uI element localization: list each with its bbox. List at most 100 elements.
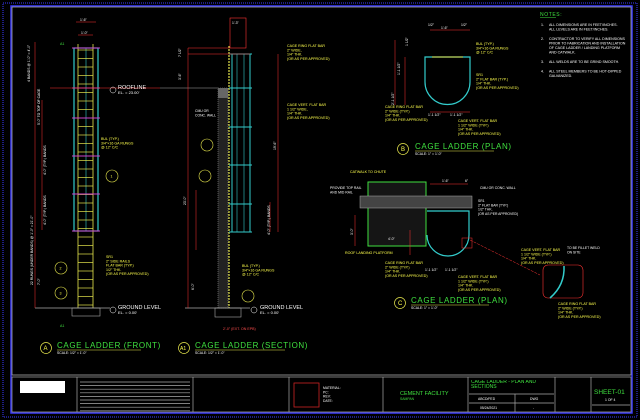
note-line: (OR AS PER APPROVED)	[458, 288, 501, 292]
section-mark-top: A1	[60, 42, 64, 46]
drawn-by: ABCD/FED	[478, 397, 496, 401]
note-line: 1/4" THK.	[558, 311, 573, 315]
plan-b-dim: 1'-6"	[441, 26, 449, 30]
note-line: REV:	[323, 395, 331, 399]
note-line: PROVIDE TOP RAIL	[330, 186, 362, 190]
note-line: @ 12" C/C	[242, 273, 260, 277]
notes-title: NOTES:	[540, 12, 562, 18]
note-line: (OR AS PER APPROVED)	[287, 116, 330, 120]
sec-note3-note: BUL (TYP.)3/4"×16 GA RUNGS@ 12" C/C	[242, 264, 275, 277]
plan-c-cage-outline	[426, 210, 470, 257]
note-line: 2" WIDE (TYP.)	[385, 109, 410, 113]
bubble-number: 2	[60, 267, 62, 271]
front-dim-side: 22 RUNGS (UNDER BANDS) @ 1'-0" = 21'-0"	[30, 215, 34, 285]
note-line: 3/4"×16 GA RUNGS	[476, 46, 509, 50]
note-line: CAGE RING FLAT BAR	[385, 105, 423, 109]
roofline-elevation: EL. = 23.00'	[118, 90, 140, 95]
section-cage	[231, 53, 251, 233]
section-dim-band: 4'-0" (TYP.) BANDS	[267, 205, 271, 235]
project-subtitle: SAMPAN	[400, 397, 415, 401]
section-ground-label: GROUND LEVEL	[260, 305, 303, 311]
view-title-text: CAGE LADDER (FRONT)	[57, 341, 161, 350]
section-base-note: 2'-0" (EXT. ON EPB)	[223, 327, 256, 331]
note-line: 2" WIDE,	[287, 48, 302, 52]
section-dim-low: 6'-0"	[191, 282, 195, 290]
stamp-box	[293, 382, 320, 408]
view-letter: B	[401, 147, 405, 153]
note-line: 2" FLAT BAR (TYP.)	[476, 77, 508, 81]
note-text: AND CATWALK.	[549, 51, 576, 55]
note-line: DATE:	[323, 399, 333, 403]
view-scale: SCALE: 1/2" = 1'-0"	[195, 351, 225, 355]
revision: -	[533, 406, 534, 410]
plan-b-dim: 1 1/2"	[405, 36, 409, 46]
note-line: CAGE VERT. FLAT BAR	[521, 248, 561, 252]
plan-c-platform-note: ROOF LANDING PLATFORM	[345, 251, 393, 255]
view-scale: SCALE: 1" = 1'-0"	[411, 306, 439, 310]
front-dim-top: 4 BANDS @ 1'-0" = 4'-0"	[27, 44, 31, 82]
note-line: (OR AS PER APPROVED)	[106, 272, 149, 276]
note-line: (OR AS PER APPROVED)	[385, 274, 428, 278]
section-dim-overall: 23'-0"	[183, 196, 187, 205]
note-line: SR1	[478, 199, 485, 203]
note-line: SR1	[476, 73, 483, 77]
plan-c-dim: 1'-6"	[442, 179, 450, 183]
sheet-frame	[10, 5, 633, 414]
note-line: 2" FLAT BAR (TYP.)	[478, 203, 508, 207]
note-line: 1/2" THK.	[478, 208, 493, 212]
ground-level-elevation: EL. = 0.00'	[118, 310, 137, 315]
view-title-text: CAGE LADDER (PLAN)	[415, 142, 512, 151]
note-line: 2" SIDE RAILS	[106, 259, 131, 263]
note-line: CAGE RING FLAT BAR	[287, 44, 325, 48]
note-line: 1/4" THK.	[385, 270, 400, 274]
note-line: 1/4" THK.	[476, 82, 491, 86]
company-logo	[20, 381, 65, 393]
section-dim-top: 3'-6"	[178, 72, 182, 80]
plan-b-cage-outline	[424, 56, 471, 106]
note-line: BUL (TYP.)	[242, 264, 260, 268]
note-line: @ 12" C/C	[101, 146, 119, 150]
note-line: 1/4" THK.	[458, 128, 473, 132]
note-line: CMU OR	[195, 109, 209, 113]
plan-c-wall-note: CMU OR CONC. WALL	[480, 186, 516, 190]
note-line: CAGE VERT. FLAT BAR	[458, 119, 498, 123]
view-title-text: CAGE LADDER (PLAN)	[411, 296, 508, 305]
note-text: ALL WELDS ARE TO BE GRIND SMOOTH.	[549, 60, 619, 64]
plan-c-catwalk-note: CATWALK TO CHUTE	[350, 170, 387, 174]
note-line: (OR AS PER APPROVED)	[287, 57, 330, 61]
note-line: 1/4" THK.	[458, 284, 473, 288]
view-scale: SCALE: 1" = 1'-0"	[415, 152, 443, 156]
note-line: 1 1/2" WIDE (TYP.)	[458, 279, 489, 283]
sheet-number: SHEET-01	[594, 389, 625, 396]
title-block	[11, 376, 632, 413]
front-top-dim: 1'-6"	[80, 18, 88, 22]
note-line: MATERIAL:	[323, 386, 341, 390]
section-wall	[217, 87, 229, 309]
note-line: 3/4"×16 GA RUNGS	[101, 141, 134, 145]
note-line: BUL (TYP.)	[476, 42, 494, 46]
view-plan-b: 1/2" 1'-6" 1/2" 1 1/2" 1'-1 1/2" 2'-1 1/…	[385, 23, 519, 136]
note-line: SR1	[106, 255, 113, 259]
bubble-number: 1	[111, 175, 113, 179]
view-front: 1'-6" 1'-0" A1 A1 ROOFLINE EL. = 23.00' …	[27, 18, 161, 328]
note-number: 1.	[541, 23, 544, 27]
note-text: PRIOR TO FABRICATION AND INSTALLATION	[549, 42, 626, 46]
note-line: FLAT BAR (TYP.)	[106, 264, 134, 268]
front-dim-b: 4'-0" (TYP.) BANDS	[43, 145, 47, 175]
view-title-text: CAGE LADDER (SECTION)	[195, 341, 308, 350]
drawing-area-border	[11, 6, 632, 376]
note-line: 3/4"×16 GA RUNGS	[242, 268, 275, 272]
section-top-dim: 1'-3"	[232, 21, 240, 25]
ground-level-label: GROUND LEVEL	[118, 305, 161, 311]
note-line: 1 1/2" WIDE (TYP.)	[521, 252, 552, 256]
